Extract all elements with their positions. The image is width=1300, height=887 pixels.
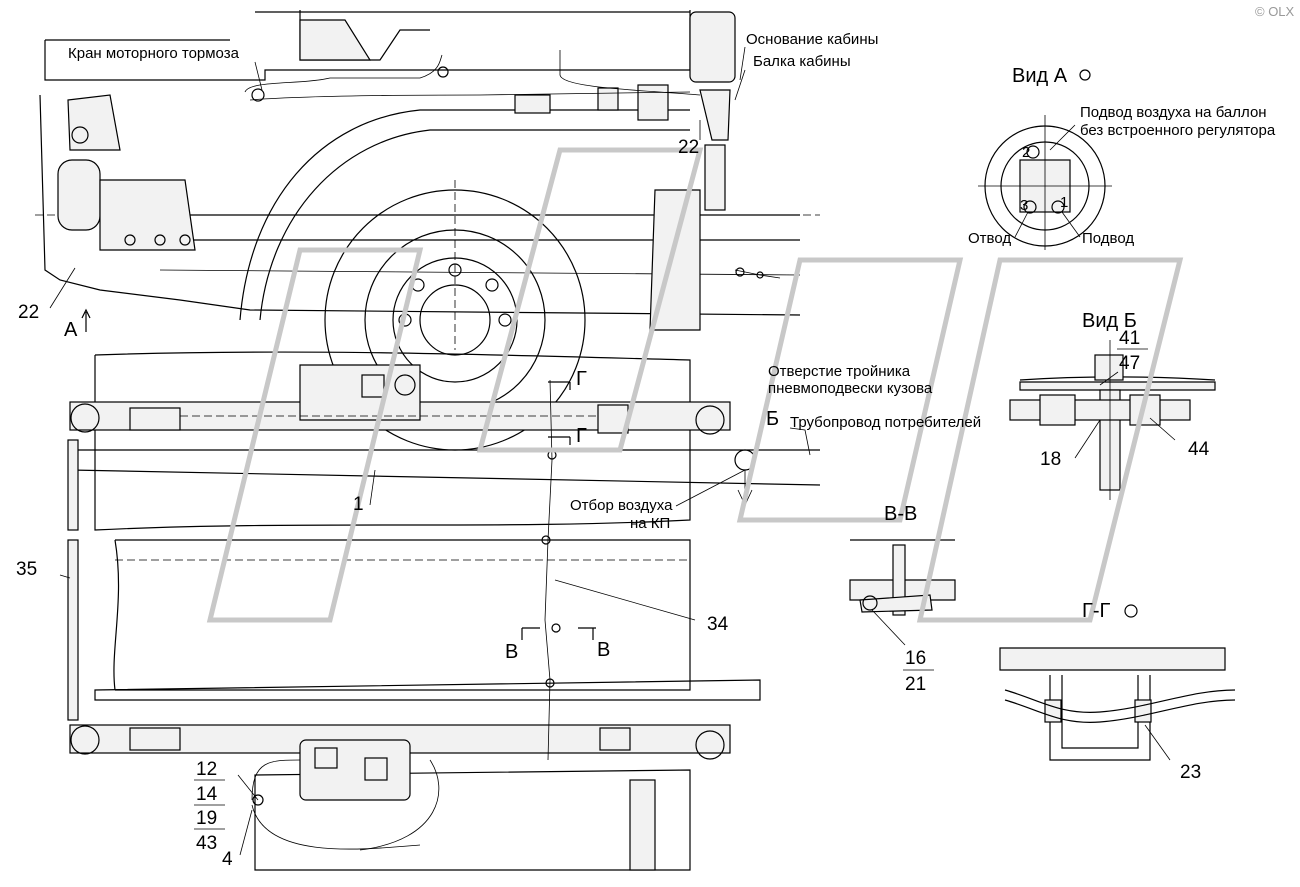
label-vid-b: Вид Б <box>1082 310 1137 332</box>
view-marker-icon <box>1079 69 1091 81</box>
label-otvod: Отвод <box>968 230 1011 247</box>
callout-23: 23 <box>1180 762 1201 783</box>
arrow-label-a: А <box>64 319 78 341</box>
port-number-3: 3 <box>1020 197 1028 214</box>
label-podvod-vozduha-2: без встроенного регулятора <box>1080 122 1276 139</box>
port-number-1: 1 <box>1060 194 1068 211</box>
label-balka-kabiny: Балка кабины <box>753 53 851 70</box>
callout-34: 34 <box>707 614 729 635</box>
label-otbor-2: на КП <box>630 515 670 532</box>
callout-35: 35 <box>16 559 37 580</box>
callout-1: 1 <box>353 494 364 515</box>
label-truboprovod: Трубопровод потребителей <box>790 414 981 431</box>
arrow-label-g-bottom: Г <box>576 425 587 447</box>
callout-numbers: 22 22 1 41 47 18 44 35 34 16 21 23 12 14… <box>16 137 1210 870</box>
section-marker-icon <box>1124 604 1138 618</box>
label-otverstie-2: пневмоподвески кузова <box>768 380 933 397</box>
arrow-label-v-right: В <box>597 639 610 661</box>
callout-43: 43 <box>196 833 217 854</box>
section-arrows <box>81 308 596 640</box>
arrow-label-g-top: Г <box>576 368 587 390</box>
plan-view <box>67 351 821 871</box>
label-podvod-vozduha-1: Подвод воздуха на баллон <box>1080 104 1267 121</box>
view-b-detail <box>1009 340 1216 500</box>
watermark-text: © OLX <box>1255 4 1295 19</box>
arrow-label-b: Б <box>766 408 779 430</box>
label-otverstie-1: Отверстие тройника <box>768 363 911 380</box>
callout-12: 12 <box>196 759 217 780</box>
label-section-vv: В-В <box>884 503 917 525</box>
callout-22-right: 22 <box>678 137 699 158</box>
label-otbor-1: Отбор воздуха <box>570 497 673 514</box>
callout-44: 44 <box>1188 439 1210 460</box>
callout-4: 4 <box>222 849 233 870</box>
label-section-gg: Г-Г <box>1082 600 1110 622</box>
port-number-2: 2 <box>1022 144 1030 161</box>
section-gg-detail <box>999 647 1236 761</box>
callout-16: 16 <box>905 648 926 669</box>
side-view <box>35 10 820 451</box>
callout-41: 41 <box>1119 328 1140 349</box>
label-podvod: Подвод <box>1082 230 1134 247</box>
upper-rail-holes <box>70 403 725 435</box>
callout-21: 21 <box>905 674 926 695</box>
view-a-detail <box>978 115 1112 250</box>
callout-18: 18 <box>1040 449 1061 470</box>
arrow-label-v-left: В <box>505 641 518 663</box>
label-vid-a: Вид А <box>1012 65 1068 87</box>
callout-14: 14 <box>196 784 218 805</box>
label-osnovanie-kabiny: Основание кабины <box>746 31 878 48</box>
text-labels: Кран моторного тормоза Основание кабины … <box>64 4 1295 663</box>
callout-19: 19 <box>196 808 217 829</box>
callout-47: 47 <box>1119 353 1140 374</box>
callout-22-left: 22 <box>18 302 39 323</box>
watermark <box>206 147 1184 623</box>
section-vv-detail <box>849 539 956 616</box>
label-kran-motornogo-tormoza: Кран моторного тормоза <box>68 45 240 62</box>
